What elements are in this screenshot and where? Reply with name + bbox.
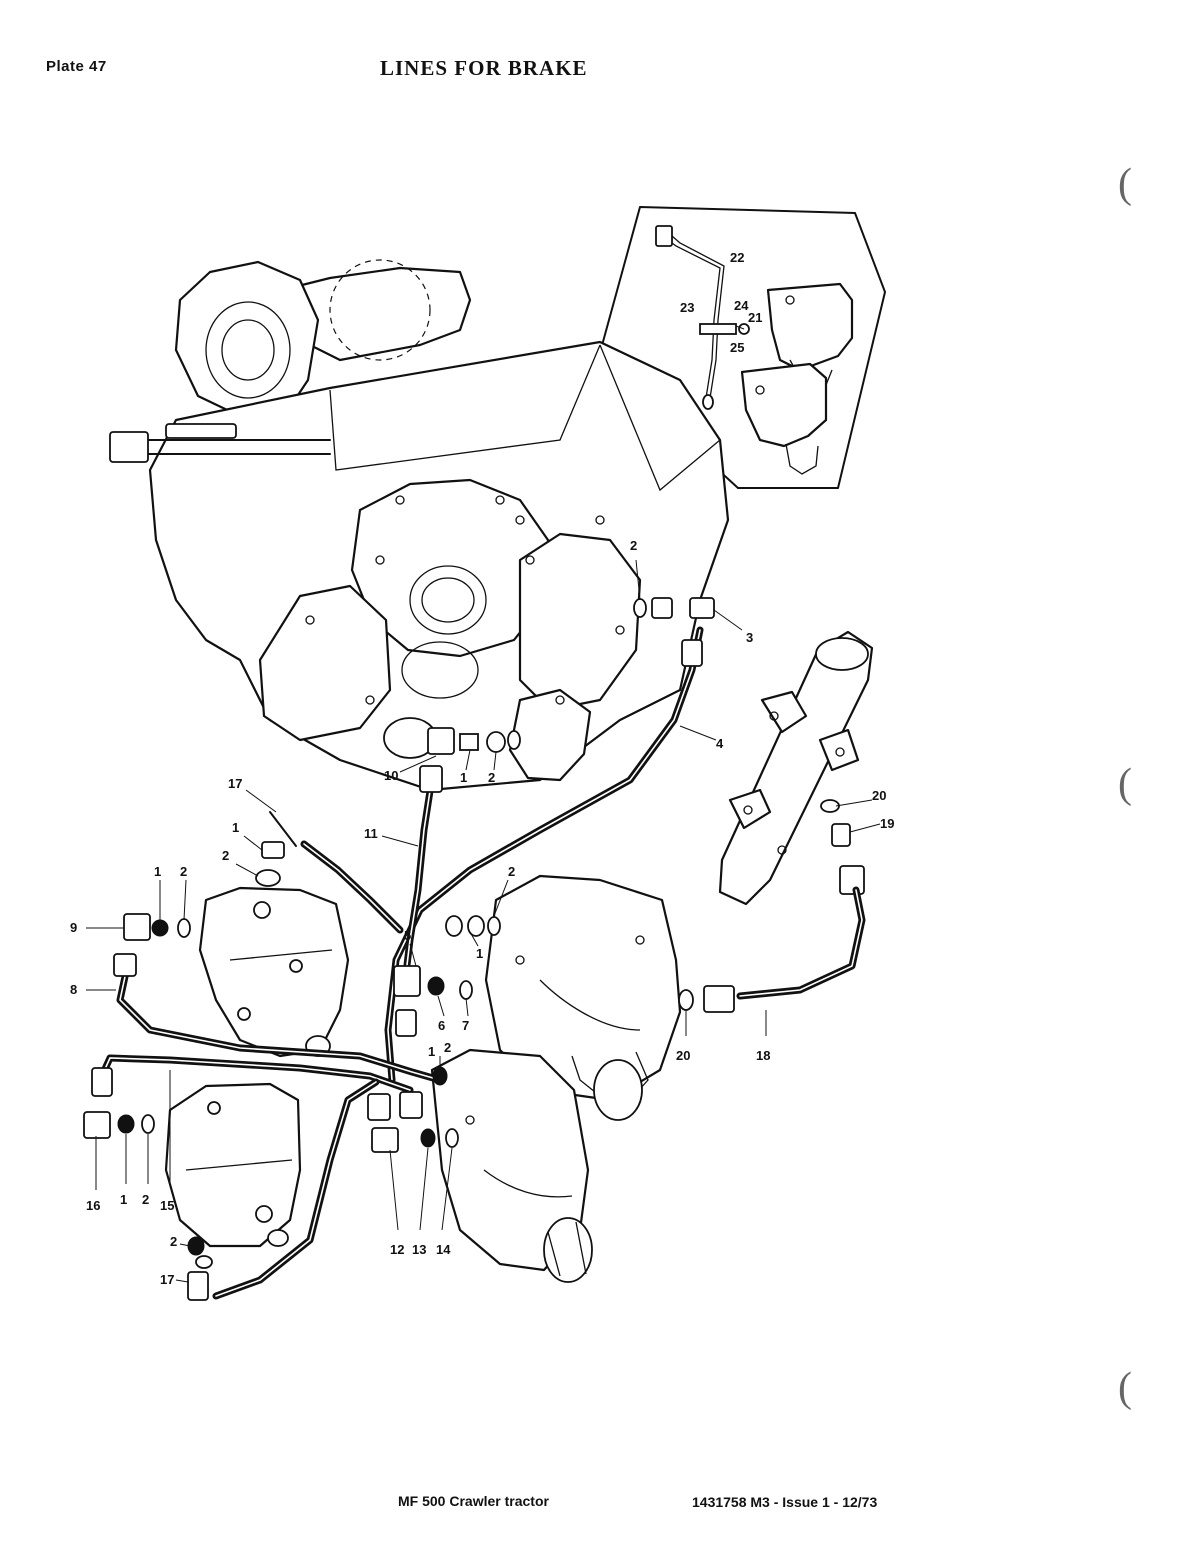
callout-15: 15 <box>160 1198 174 1213</box>
callout-8: 8 <box>70 982 77 997</box>
callout-14: 14 <box>436 1242 451 1257</box>
callout-1b: 1 <box>232 820 239 835</box>
callout-2c: 2 <box>222 848 229 863</box>
callout-labels: 22 23 24 21 25 2 3 4 10 1 2 17 1 2 11 1 … <box>70 250 894 1287</box>
callout-19: 19 <box>880 816 894 831</box>
callout-16: 16 <box>86 1198 100 1213</box>
callout-17a: 17 <box>228 776 242 791</box>
callout-17b: 17 <box>160 1272 174 1287</box>
callout-9: 9 <box>70 920 77 935</box>
brake-valve-lower <box>164 1082 302 1248</box>
callout-12: 12 <box>390 1242 404 1257</box>
transmission-housing <box>109 259 730 792</box>
callout-2f: 2 <box>444 1040 451 1055</box>
callout-3: 3 <box>746 630 753 645</box>
callout-4: 4 <box>716 736 724 751</box>
callout-13: 13 <box>412 1242 426 1257</box>
callout-5: 5 <box>404 928 411 943</box>
callout-2g: 2 <box>142 1192 149 1207</box>
callout-20a: 20 <box>676 1048 690 1063</box>
margin-mark-3: ( <box>1118 1365 1132 1411</box>
footer-model: MF 500 Crawler tractor <box>398 1493 549 1509</box>
crossbar-tube <box>718 630 874 906</box>
callout-1c: 1 <box>154 864 161 879</box>
callout-24: 24 <box>734 298 749 313</box>
callout-20b: 20 <box>872 788 886 803</box>
callout-2d: 2 <box>180 864 187 879</box>
brake-hoses <box>96 626 866 1300</box>
callout-25: 25 <box>730 340 744 355</box>
margin-mark-2: ( <box>1118 761 1132 807</box>
page-title: LINES FOR BRAKE <box>380 56 588 80</box>
callout-18: 18 <box>756 1048 770 1063</box>
fittings <box>83 639 735 1301</box>
plate-number: Plate 47 <box>46 58 107 75</box>
final-drive-units <box>430 874 682 1283</box>
callout-22: 22 <box>730 250 744 265</box>
callout-11: 11 <box>364 826 378 841</box>
footer-part-reference: 1431758 M3 - Issue 1 - 12/73 <box>692 1494 878 1510</box>
callout-2e: 2 <box>508 864 515 879</box>
callout-2h: 2 <box>170 1234 177 1249</box>
margin-mark-1: ( <box>1118 161 1132 207</box>
callout-6: 6 <box>438 1018 445 1033</box>
callout-7: 7 <box>462 1018 469 1033</box>
callout-10: 10 <box>384 768 398 783</box>
callout-21: 21 <box>748 310 762 325</box>
callout-23: 23 <box>680 300 694 315</box>
callout-1e: 1 <box>428 1044 435 1059</box>
callout-1f: 1 <box>120 1192 127 1207</box>
brake-valve-upper <box>198 886 350 1058</box>
callout-1d: 1 <box>476 946 483 961</box>
callout-2a: 2 <box>630 538 637 553</box>
callout-2b: 2 <box>488 770 495 785</box>
callout-1a: 1 <box>460 770 467 785</box>
